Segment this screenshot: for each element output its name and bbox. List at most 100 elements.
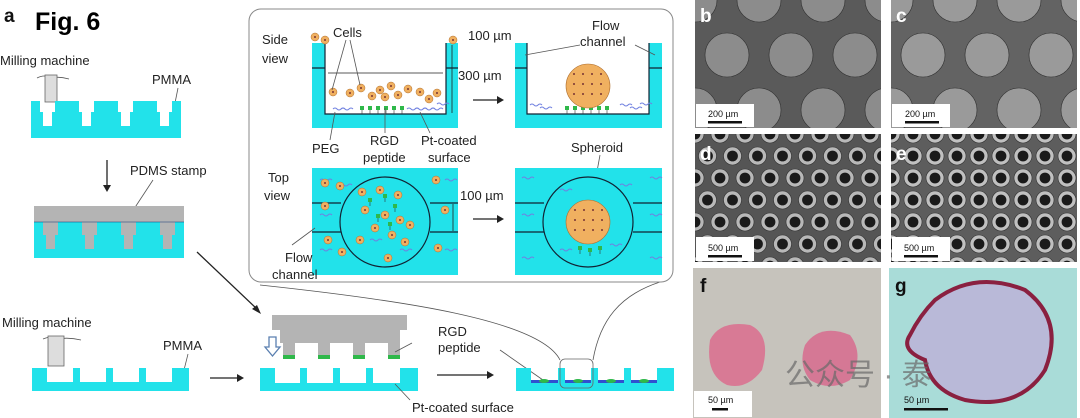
microwell-hole — [739, 216, 751, 228]
microwell-hole — [1039, 150, 1051, 162]
microwell-hole — [995, 172, 1007, 184]
top-view-label-1: Top — [268, 170, 289, 185]
microwell — [836, 256, 854, 262]
microwell-hole — [929, 134, 941, 140]
rgd-peptide — [383, 194, 387, 198]
microwell-hole — [951, 134, 963, 140]
peg-molecule — [436, 102, 450, 106]
microwell-hole — [891, 150, 897, 162]
cell-nucleus — [452, 39, 454, 41]
microwell — [948, 256, 966, 262]
dim-100um-top: 100 µm — [460, 188, 504, 203]
figure-title: Fig. 6 — [35, 8, 100, 36]
microwell-hole — [877, 238, 881, 250]
flow-channel-label-3: Flow — [285, 250, 313, 265]
peg-label: PEG — [312, 141, 339, 156]
peg-molecule — [609, 243, 623, 247]
microwell-hole — [1039, 172, 1051, 184]
panel-f: f 50 µm — [693, 268, 881, 418]
peg-molecule — [340, 107, 354, 111]
microwell-hole — [1061, 216, 1073, 228]
microwell-hole — [877, 150, 881, 162]
cell-nucleus — [601, 209, 603, 211]
cell-nucleus — [591, 73, 593, 75]
microwell-hole — [973, 150, 985, 162]
cell-nucleus — [592, 209, 594, 211]
panel-label-d: d — [700, 144, 712, 165]
cell-nucleus — [591, 93, 593, 95]
microwell-hole — [695, 260, 699, 262]
microwell-hole — [951, 216, 963, 228]
cell-nucleus — [332, 91, 334, 93]
microwell-hole — [839, 172, 851, 184]
pmma-label-2: PMMA — [163, 338, 202, 353]
rgd-peptide — [581, 106, 585, 110]
pdms-stamp-label: PDMS stamp — [130, 163, 207, 178]
microwell — [1036, 256, 1054, 262]
microwell-hole — [841, 260, 849, 262]
microwell — [873, 190, 881, 210]
panel-c: c 200 µm — [891, 0, 1077, 128]
cell-nucleus — [359, 239, 361, 241]
scale-bar-b: 200 µm — [708, 109, 738, 119]
microwell-hole — [864, 172, 876, 184]
microwell-hole — [929, 172, 941, 184]
cell-nucleus — [574, 219, 576, 221]
milling-tool-icon-2 — [42, 335, 82, 367]
microwell — [864, 0, 881, 22]
rgd-peptide — [573, 106, 577, 110]
cell-nucleus — [339, 185, 341, 187]
rgd-peptide — [384, 106, 388, 110]
cell-nucleus — [371, 95, 373, 97]
rgd-peptide — [393, 204, 397, 208]
panel-label-a: a — [4, 6, 15, 27]
cell-nucleus — [384, 96, 386, 98]
microwell-hole — [814, 216, 826, 228]
scale-bar-d: 500 µm — [708, 243, 738, 253]
microwell-hole — [891, 172, 897, 184]
cell-nucleus — [314, 36, 316, 38]
cell-nucleus — [573, 73, 575, 75]
peg-molecule — [430, 107, 444, 111]
rgd-peptide — [565, 106, 569, 110]
microwell — [932, 0, 978, 23]
cell-nucleus — [582, 83, 584, 85]
peg-molecule — [521, 176, 535, 180]
cell-nucleus — [574, 229, 576, 231]
cell-nucleus — [397, 94, 399, 96]
microwell-hole — [1061, 194, 1073, 206]
microwell-hole — [973, 194, 985, 206]
microwell — [891, 0, 914, 23]
peg-molecule — [649, 176, 663, 180]
microwell-hole — [752, 194, 763, 206]
scale-bar-f: 50 µm — [708, 395, 733, 405]
panel-g: g 50 µm — [889, 268, 1077, 418]
cell-nucleus — [360, 87, 362, 89]
microwell — [864, 88, 881, 128]
cell-nucleus — [404, 241, 406, 243]
spheroid-top — [565, 199, 611, 245]
microwell-hole — [891, 134, 897, 140]
panel-e: e 500 µm — [891, 134, 1077, 262]
microwell — [800, 87, 846, 128]
microwell-hole — [752, 150, 763, 162]
microwell-hole — [951, 172, 963, 184]
microwell-hole — [727, 150, 738, 162]
microwell-hole — [1061, 134, 1073, 140]
peg-molecule — [444, 248, 458, 252]
cell-nucleus — [573, 93, 575, 95]
microwell — [811, 256, 829, 262]
spheroid-label: Spheroid — [571, 140, 623, 155]
microwell-hole — [1017, 194, 1029, 206]
cell-nucleus — [601, 229, 603, 231]
pmma-substrate-1 — [32, 368, 189, 391]
rgd-peptide — [388, 222, 392, 226]
inset-detail: Side view Top view Cells 100 µm 300 µm P… — [248, 8, 674, 283]
peg-molecule — [559, 248, 573, 252]
microwell — [704, 32, 750, 78]
pmma-label-1: PMMA — [152, 72, 191, 87]
microwell-hole — [1061, 172, 1073, 184]
rgd-label-inset-2: peptide — [363, 150, 406, 165]
microwell-hole — [702, 194, 713, 206]
